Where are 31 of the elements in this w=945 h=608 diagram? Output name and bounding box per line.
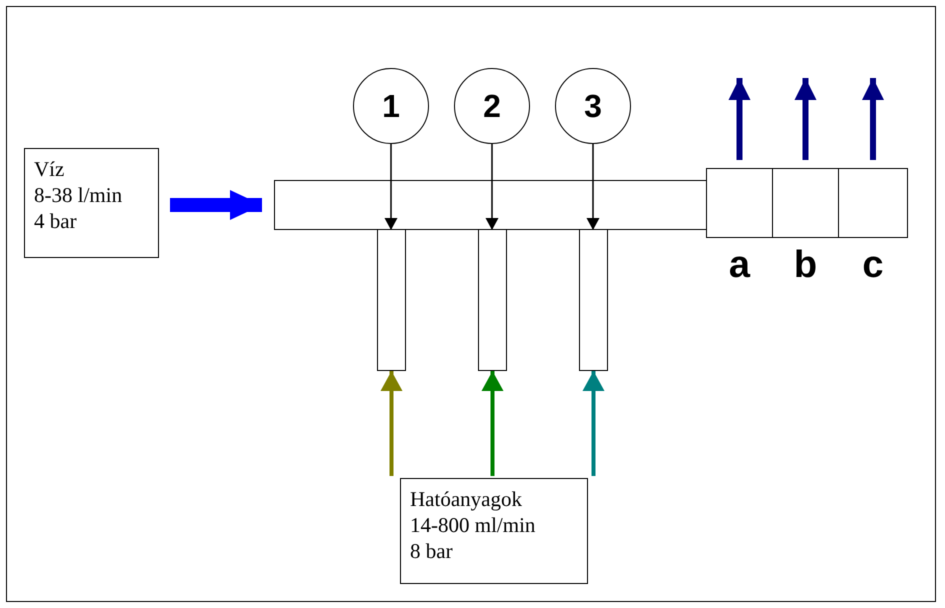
chemical-inlet-box bbox=[400, 478, 588, 584]
dosing-circle bbox=[454, 68, 530, 144]
dosing-number: 2 bbox=[483, 88, 501, 124]
flow-spec-text: 8-38 l/min bbox=[34, 182, 124, 208]
arrow bbox=[486, 144, 498, 230]
arrow bbox=[794, 78, 816, 160]
flow-spec-text: 8 bar bbox=[410, 538, 454, 564]
dosing-number: 1 bbox=[382, 88, 400, 124]
flow-spec-text: Hatóanyagok bbox=[410, 486, 523, 512]
outlet-label: c bbox=[861, 243, 885, 288]
flow-spec-text: Víz bbox=[34, 156, 66, 182]
arrow bbox=[582, 371, 604, 476]
outlet-label: b bbox=[792, 243, 818, 288]
inlet-tube bbox=[377, 229, 406, 371]
dosing-number: 3 bbox=[584, 88, 602, 124]
arrow bbox=[482, 371, 504, 476]
arrow bbox=[384, 144, 398, 230]
dosing-circle bbox=[353, 68, 429, 144]
arrow bbox=[380, 371, 402, 476]
flow-spec-text: 4 bar bbox=[34, 208, 78, 234]
arrow bbox=[170, 190, 262, 220]
dosing-circle bbox=[555, 68, 631, 144]
inlet-tube bbox=[579, 229, 608, 371]
flow-spec-text: 14-800 ml/min bbox=[410, 512, 536, 538]
arrow bbox=[862, 78, 884, 160]
outlet-label: a bbox=[728, 243, 752, 288]
arrow bbox=[728, 78, 750, 160]
main-pipe bbox=[274, 180, 707, 230]
arrow bbox=[586, 144, 600, 230]
inlet-tube bbox=[478, 229, 507, 371]
water-inlet-box bbox=[24, 148, 159, 258]
